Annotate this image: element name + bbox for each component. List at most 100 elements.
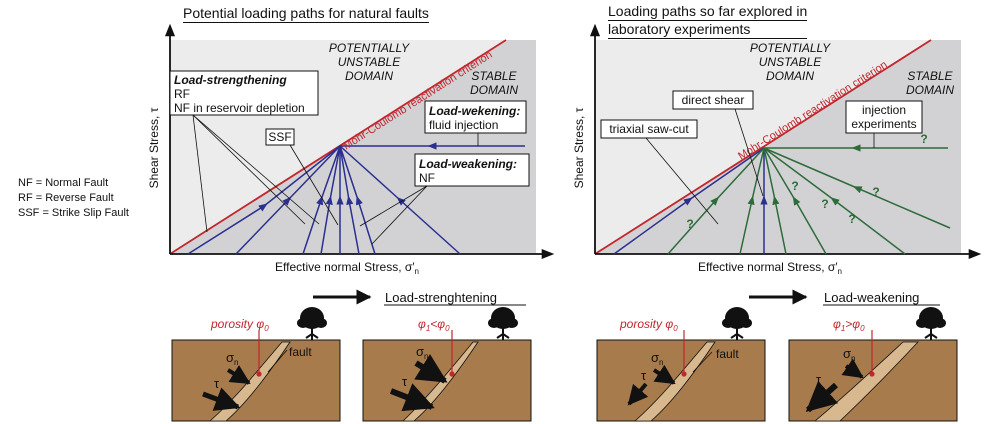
load-weakening-header: Load-weakening xyxy=(749,289,940,306)
path-green-5 xyxy=(763,147,906,255)
sigma-label-4: σn xyxy=(843,346,855,363)
abbreviation-legend: NF = Normal Fault RF = Reverse Fault SSF… xyxy=(18,176,129,221)
question-marks: ? ? ? ? ? ? xyxy=(686,132,927,231)
path-nf-1 xyxy=(339,145,360,255)
path-rf-3 xyxy=(320,145,341,255)
fault-label-3: fault xyxy=(716,347,739,361)
direct-shear-callout: direct shear xyxy=(672,90,764,197)
legend-ssf: SSF = Strike Slip Fault xyxy=(18,207,129,219)
question-mark-6: ? xyxy=(920,132,927,146)
load-strengthening-header: Load-strenghtening xyxy=(313,289,526,306)
right-y-axis-label: Shear Stress, τ xyxy=(572,107,586,188)
triaxial-label: triaxial saw-cut xyxy=(609,122,689,136)
path-along-criterion xyxy=(187,145,341,255)
injection-label-1: injection xyxy=(862,103,906,117)
right-explored-paths xyxy=(613,147,768,255)
tau-label-3: τ xyxy=(641,368,647,383)
fault-zone-4 xyxy=(813,341,919,422)
tree-icon xyxy=(722,307,752,340)
right-x-axis-label: Effective normal Stress, σ′n xyxy=(698,260,842,276)
path-green-6 xyxy=(763,147,951,229)
right-criterion-line xyxy=(594,39,932,255)
phi-greater-label: φ1>φ0 xyxy=(833,317,865,333)
block-diagram-3: porosity φ0 fault σn τ xyxy=(596,307,766,422)
right-panel-title-line2: laboratory experiments xyxy=(608,21,808,39)
triaxial-callout: triaxial saw-cut xyxy=(600,119,719,225)
right-unstable-label-2: UNSTABLE xyxy=(759,55,822,69)
right-stable-label-1: STABLE xyxy=(907,69,953,83)
right-domain-labels: POTENTIALLY UNSTABLE DOMAIN STABLE DOMAI… xyxy=(750,41,954,97)
left-stable-label-2: DOMAIN xyxy=(470,83,518,97)
left-graph: POTENTIALLY UNSTABLE DOMAIN STABLE DOMAI… xyxy=(147,23,555,276)
load-weakening-nf: NF xyxy=(419,171,435,185)
tau-label-2: τ xyxy=(402,374,408,389)
load-strengthening-callout: Load-strengthening RF NF in reservoir de… xyxy=(169,70,320,233)
tau-label-1: τ xyxy=(214,376,220,391)
load-wekening-title: Load-wekening: xyxy=(429,104,520,118)
question-mark-3: ? xyxy=(821,197,828,211)
load-weakening-label: Load-weakening xyxy=(824,290,919,305)
left-loading-paths xyxy=(187,142,525,255)
right-panel-title-line1: Loading paths so far explored in xyxy=(608,3,808,21)
load-weakening-callout: Load-weakening: NF xyxy=(359,153,530,245)
legend-nf: NF = Normal Fault xyxy=(18,177,109,189)
left-unstable-label-3: DOMAIN xyxy=(345,69,393,83)
fault-label-1: fault xyxy=(289,345,312,359)
question-mark-1: ? xyxy=(686,217,693,231)
left-y-axis-label: Shear Stress, τ xyxy=(147,107,161,188)
question-mark-5: ? xyxy=(872,185,879,199)
ssf-label: SSF xyxy=(268,130,291,144)
load-strengthening-nf: NF in reservoir depletion xyxy=(174,101,305,115)
injection-label-2: experiments xyxy=(851,117,916,131)
load-wekening-callout: Load-wekening: fluid injection xyxy=(424,100,527,146)
block-diagram-4: φ1>φ0 σn τ xyxy=(788,307,958,422)
left-panel-title: Potential loading paths for natural faul… xyxy=(183,5,429,23)
tree-icon xyxy=(488,307,518,340)
right-unexplored-paths xyxy=(667,144,951,255)
load-strengthening-title: Load-strengthening xyxy=(174,73,287,87)
path-green-2 xyxy=(739,147,765,255)
left-panel-title-text: Potential loading paths for natural faul… xyxy=(183,5,429,23)
tau-arrow-1 xyxy=(202,387,241,411)
sigma-label-2: σn xyxy=(416,344,428,361)
tree-icon xyxy=(916,307,946,340)
path-rf-1 xyxy=(235,145,341,255)
tau-arrow-3 xyxy=(627,382,649,406)
left-stable-label-1: STABLE xyxy=(471,69,517,83)
sigma-arrow-1 xyxy=(226,365,251,385)
tree-icon xyxy=(297,307,327,340)
block-diagram-2: φ1<φ0 σn τ xyxy=(362,307,532,422)
sigma-arrow-4 xyxy=(841,358,864,379)
sigma-label-1: σn xyxy=(226,350,238,367)
left-x-axis-label: Effective normal Stress, σ′n xyxy=(275,260,419,276)
path-nf-3 xyxy=(339,145,461,255)
path-nf-2 xyxy=(339,145,376,255)
left-unstable-label-1: POTENTIALLY xyxy=(329,41,410,55)
sigma-arrow-3 xyxy=(652,364,676,385)
injection-callout: injection experiments xyxy=(845,100,923,148)
phi-less-label: φ1<φ0 xyxy=(418,317,450,333)
sigma-arrow-2 xyxy=(414,354,448,384)
tau-label-4: τ xyxy=(816,372,822,387)
right-panel-title: Loading paths so far explored in laborat… xyxy=(608,3,808,39)
block-diagram-1: porosity φ0 fault σn τ xyxy=(171,307,341,422)
right-stable-label-2: DOMAIN xyxy=(906,83,954,97)
question-mark-2: ? xyxy=(791,179,798,193)
path-green-4 xyxy=(763,147,827,255)
tau-arrow-2 xyxy=(389,383,435,412)
right-graph: POTENTIALLY UNSTABLE DOMAIN STABLE DOMAI… xyxy=(572,23,982,276)
ssf-callout: SSF xyxy=(265,128,339,226)
load-strengthening-label: Load-strenghtening xyxy=(385,290,497,305)
sigma-label-3: σn xyxy=(651,350,663,367)
load-strengthening-rf: RF xyxy=(174,87,190,101)
path-triaxial xyxy=(613,147,765,255)
load-wekening-fluid: fluid injection xyxy=(429,118,498,132)
tau-arrow-4 xyxy=(805,380,839,413)
porosity-label-3: porosity φ0 xyxy=(619,317,678,333)
direct-shear-label: direct shear xyxy=(682,93,745,107)
load-weakening-title: Load-weakening: xyxy=(419,157,517,171)
question-mark-4: ? xyxy=(848,212,855,226)
path-green-1 xyxy=(667,147,765,255)
path-green-3 xyxy=(763,147,787,255)
